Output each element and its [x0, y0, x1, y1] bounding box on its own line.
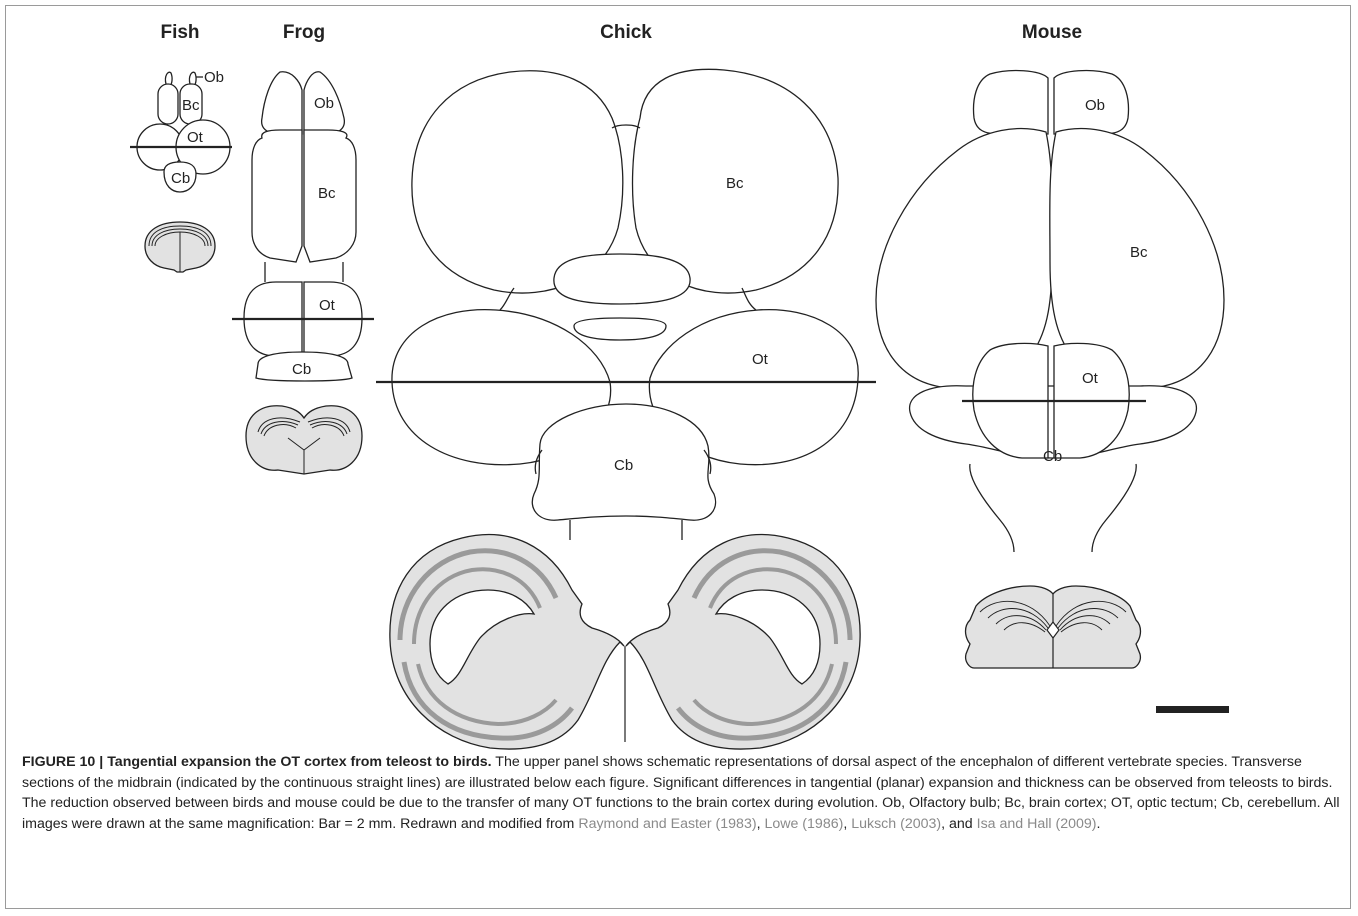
figure-caption: FIGURE 10 | Tangential expansion the OT … [22, 752, 1340, 834]
fish-brain-cortex-left [158, 84, 178, 124]
fish-label-bc: Bc [182, 97, 200, 114]
reference-link-luksch[interactable]: Luksch (2003) [851, 816, 941, 832]
chick-midbrain-section [390, 535, 860, 749]
brain-illustrations: Ob Bc Ot Cb Ob Bc Ot Cb [0, 0, 1358, 750]
chick-label-cb: Cb [614, 457, 633, 474]
fish-midbrain-section [145, 222, 215, 272]
figure-title: Tangential expansion the OT cortex from … [107, 754, 491, 770]
reference-link-isa-hall[interactable]: Isa and Hall (2009) [977, 816, 1097, 832]
fish-label-ob: Ob [204, 69, 224, 86]
chick-label-ot: Ot [752, 351, 769, 368]
fish-label-ot: Ot [187, 129, 204, 146]
frog-midbrain-section [246, 406, 362, 474]
mouse-label-cb: Cb [1043, 448, 1062, 465]
mouse-brain-dorsal [876, 71, 1224, 552]
frog-label-ot: Ot [319, 297, 336, 314]
mouse-label-bc: Bc [1130, 244, 1148, 261]
frog-brain-cortex-left [252, 130, 302, 262]
mouse-label-ot: Ot [1082, 370, 1099, 387]
mouse-olfactory-bulb-left [974, 71, 1048, 134]
frog-olfactory-bulb-left [262, 72, 302, 134]
chick-pineal [574, 318, 666, 340]
scale-bar [1156, 706, 1229, 713]
caption-end: . [1097, 816, 1101, 832]
fish-label-cb: Cb [171, 170, 190, 187]
mouse-label-ob: Ob [1085, 97, 1105, 114]
frog-brain-dorsal [232, 72, 374, 381]
reference-link-lowe[interactable]: Lowe (1986) [764, 816, 843, 832]
frog-label-bc: Bc [318, 185, 336, 202]
mouse-midbrain-section [966, 586, 1141, 668]
reference-link-raymond-easter[interactable]: Raymond and Easter (1983) [578, 816, 756, 832]
figure-label: FIGURE 10 | [22, 754, 107, 770]
frog-label-ob: Ob [314, 95, 334, 112]
frog-label-cb: Cb [292, 361, 311, 378]
chick-diencephalon [554, 254, 690, 304]
chick-label-bc: Bc [726, 175, 744, 192]
caption-separator: , and [941, 816, 977, 832]
